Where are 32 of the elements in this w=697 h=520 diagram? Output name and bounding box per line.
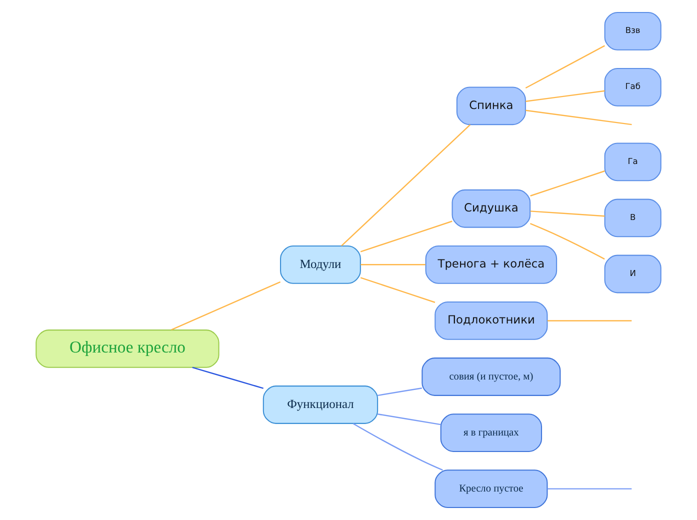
node-box: я в границах [440, 414, 542, 452]
connector [360, 220, 452, 252]
node-box: Взв [604, 12, 662, 50]
node-box: Модули [280, 245, 361, 284]
node-box: Офисное кресло [36, 330, 220, 368]
node-box: Тренога + колёса [425, 245, 558, 284]
connector [526, 110, 632, 126]
connector [360, 264, 426, 266]
connector [547, 320, 632, 322]
node-box: Кресло пустое [434, 470, 548, 508]
connector [378, 387, 422, 396]
node-box: В [604, 198, 662, 238]
connector [352, 423, 443, 471]
connector [192, 366, 264, 389]
connector [525, 45, 606, 89]
connector [530, 170, 605, 196]
node-box: совия (и пустое, м) [422, 358, 561, 396]
connector [171, 281, 281, 330]
node-box: Спинка [456, 86, 526, 126]
connector [547, 488, 632, 490]
node-box: Функционал [262, 386, 378, 424]
node-box: И [604, 254, 662, 294]
connector [530, 223, 605, 260]
node-box: Га [604, 142, 662, 182]
connector [530, 210, 605, 217]
connector [341, 124, 471, 246]
node-box: Габ [604, 68, 662, 106]
connector [360, 277, 436, 303]
connector [526, 90, 605, 102]
connector [378, 413, 441, 426]
node-box: Сидушка [452, 189, 531, 228]
node-box: Подлокотники [434, 302, 548, 340]
